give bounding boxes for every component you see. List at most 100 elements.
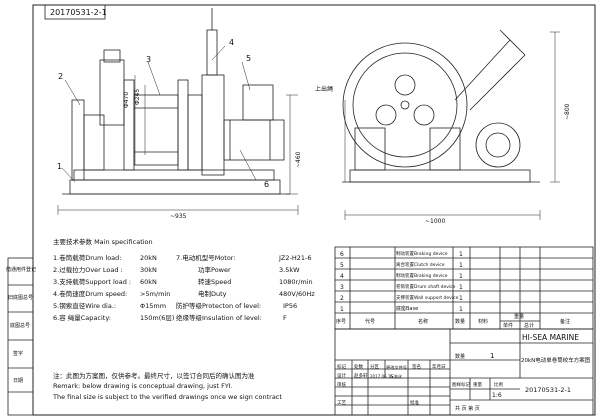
spec-right-5: 防护等级Protecton of level: — [176, 302, 262, 310]
bom-qty-1: 1 — [459, 306, 463, 313]
rev-h4: 更改文件号 — [386, 365, 407, 370]
spec-left-2: 2.过载拉力Over Load : — [53, 266, 123, 274]
spec-right-6: 绝缘等级Insulation of level: — [176, 314, 262, 322]
dim-935: ~935 — [170, 213, 187, 220]
spec-left-5: 5.钢索直径Wire dia.: — [53, 302, 117, 310]
strip-label-3: 底图总号 — [10, 323, 31, 329]
scale-value: 1:6 — [492, 392, 502, 399]
company-name: HI-SEA MARINE — [522, 333, 579, 342]
tag-pattern: 图样标记 — [452, 383, 470, 388]
spec-left-3: 3.支持载荷Support load : — [53, 278, 132, 286]
strip-label-1: 借通用件登记 — [6, 267, 37, 273]
drawing-no: 20170531-2-1 — [525, 386, 572, 394]
bom-header-note: 备注 — [560, 319, 571, 325]
dim-245: Φ245 — [134, 88, 141, 105]
bom-name-6: 制动装置Braking device — [396, 252, 448, 257]
spec-left-1: 1.卷筒载荷Drum load: — [53, 254, 122, 262]
rev-h2: 处数 — [354, 365, 363, 370]
spec-rval-5: IP56 — [283, 302, 298, 310]
bom-no-6: 6 — [340, 251, 344, 258]
bom-qty-2: 1 — [459, 295, 463, 302]
drawing-title: 20kN电动单卷筒绞车方案图 — [521, 358, 591, 364]
bom-name-4: 制动装置Braking device — [396, 274, 448, 279]
part-label-4: 4 — [229, 38, 235, 47]
remark-en-2: The final size is subject to the verifie… — [53, 393, 282, 401]
part-label-2: 2 — [58, 72, 64, 81]
bom-table-lines — [334, 246, 594, 330]
remark-en-1: Remark: below drawing is conceptual draw… — [53, 382, 233, 390]
spec-right-3: 转速Speed — [198, 278, 232, 286]
bom-header-weight: 重量 — [514, 314, 525, 320]
rev-h5: 签名 — [412, 365, 421, 370]
bom-name-1: 底座Base — [396, 306, 419, 312]
rev-h3: 分区 — [370, 365, 379, 370]
spec-lval-5: Φ15mm — [140, 302, 167, 310]
bom-qty-3: 1 — [459, 284, 463, 291]
spec-rval-4: 480V/60Hz — [279, 290, 315, 298]
designer-name: 赵多轩 — [354, 374, 368, 379]
spec-lval-2: 30kN — [140, 266, 157, 274]
spec-lval-6: 150m(6层) — [140, 314, 175, 322]
bom-name-2: 支撑装置Wall support device — [396, 296, 459, 301]
spec-lval-3: 60kN — [140, 278, 157, 286]
remark-cn: 注：此图为方案图，仅供参考。最终尺寸，以签订合同后的确认图为准 — [53, 372, 255, 380]
tag-weight: 重量 — [473, 383, 482, 388]
spec-rval-3: 1080r/min — [279, 278, 313, 286]
sheet-count: 共 页 第 页 — [455, 406, 480, 412]
rev-h6: 年月日 — [432, 365, 446, 370]
part-label-3: 3 — [146, 55, 152, 64]
design-date: 2017.06.15 — [370, 374, 393, 379]
bom-header-total: 总计 — [524, 323, 535, 329]
title-block-lines — [334, 328, 594, 416]
strip-label-5: 日期 — [13, 378, 24, 384]
bom-header-qty: 数量 — [455, 319, 466, 325]
bom-qty-4: 1 — [459, 273, 463, 280]
top-wire-label: 上出绳 — [315, 86, 334, 93]
strip-label-2: 旧底图总号 — [8, 295, 34, 301]
spec-title: 主要技术参数 Main specification — [53, 238, 153, 246]
bom-header-unit: 单件 — [503, 323, 514, 329]
design-sign: 标准化 — [390, 374, 402, 379]
spec-left-4: 4.卷筒速度Drum speed: — [53, 290, 128, 298]
bom-no-5: 5 — [340, 262, 344, 269]
dim-470: Φ470 — [123, 91, 130, 108]
bom-name-5: 离合装置Clutch device — [396, 263, 445, 268]
rev-h1: 标记 — [337, 365, 346, 370]
tag-scale: 比例 — [494, 383, 503, 388]
part-label-5: 5 — [246, 54, 252, 63]
dim-460: ~460 — [295, 151, 302, 168]
spec-rval-1: JZ2-H21-6 — [279, 254, 312, 262]
role-design: 设计 — [337, 374, 346, 379]
bom-header-material: 材料 — [478, 319, 489, 325]
role-process: 工艺 — [337, 401, 346, 406]
bom-header-code: 代号 — [365, 319, 376, 325]
bom-qty-5: 1 — [459, 262, 463, 269]
spec-right-2: 功率Power — [198, 266, 231, 274]
bom-qty-6: 1 — [459, 251, 463, 258]
side-view — [342, 29, 560, 220]
dim-1000: ~1000 — [425, 218, 446, 225]
role-review: 审核 — [337, 383, 346, 388]
outer-border — [32, 4, 596, 416]
part-label-6: 6 — [264, 180, 270, 189]
bom-header-name: 名称 — [418, 319, 429, 325]
qty-label: 数量 — [455, 354, 466, 360]
drawing-number-box — [44, 4, 106, 20]
drawing-number-top: 20170531-2-1 — [50, 8, 107, 17]
spec-left-6: 6.容 绳量Capacity: — [53, 314, 111, 322]
bom-no-3: 3 — [340, 284, 344, 291]
bom-no-2: 2 — [340, 295, 344, 302]
qty-value: 1 — [490, 352, 495, 360]
spec-right-1: 7.电动机型号Motor: — [176, 254, 236, 262]
left-label-strip — [7, 257, 34, 416]
bom-no-4: 4 — [340, 273, 344, 280]
bom-no-1: 1 — [340, 306, 344, 313]
strip-label-4: 签字 — [13, 351, 24, 357]
front-view — [57, 8, 299, 215]
spec-lval-4: >5m/min — [140, 290, 171, 298]
spec-lval-1: 20kN — [140, 254, 157, 262]
spec-right-4: 电制Duty — [198, 290, 227, 298]
role-approve: 批准 — [410, 401, 419, 406]
dim-800: ~800 — [564, 103, 571, 120]
